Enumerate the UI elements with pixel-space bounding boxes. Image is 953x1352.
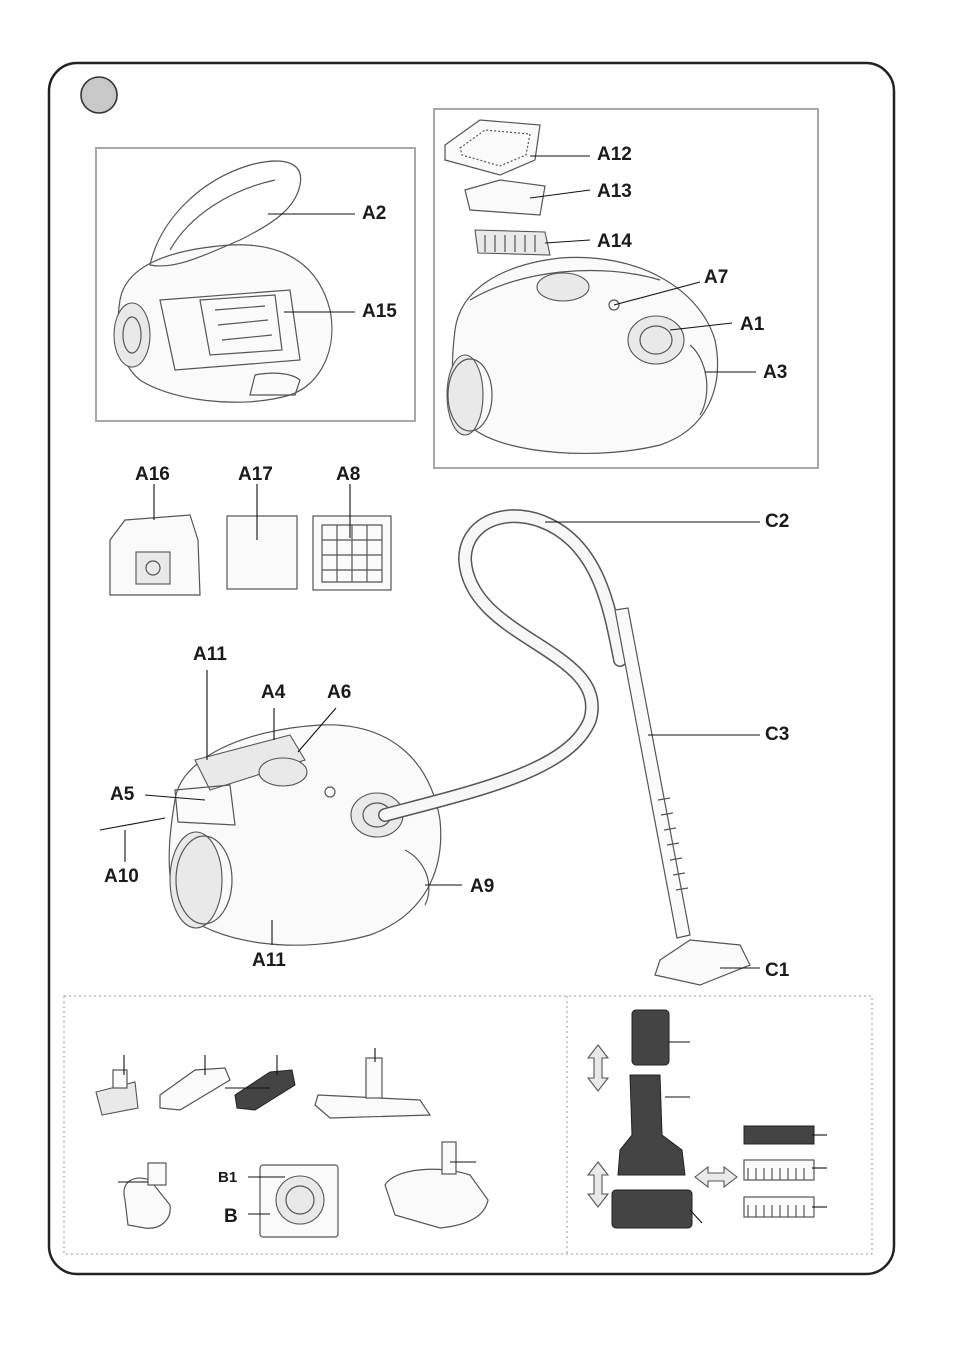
section-badge — [80, 76, 118, 114]
label-a16: A16 — [135, 464, 170, 485]
vacuum-main-drawing — [168, 724, 442, 946]
hose-body — [379, 510, 626, 821]
label-a11-top: A11 — [193, 644, 227, 665]
label-a12: A12 — [597, 144, 632, 165]
dust-bag-a16-drawing — [109, 514, 201, 596]
label-b: B — [224, 1206, 238, 1227]
vacuum-top-view-drawing — [446, 256, 719, 455]
turbo-brush-drawing — [384, 1141, 489, 1229]
label-a4: A4 — [261, 682, 286, 703]
label-a7: A7 — [704, 267, 728, 288]
label-a17: A17 — [238, 464, 273, 485]
parquet-nozzle-drawing — [314, 1057, 432, 1119]
label-a15: A15 — [362, 301, 397, 322]
filter-pad-a17-drawing — [226, 515, 298, 590]
label-a3: A3 — [763, 362, 787, 383]
label-a1: A1 — [740, 314, 765, 335]
floor-nozzle-drawing — [654, 939, 751, 986]
label-a10: A10 — [104, 866, 139, 887]
mini-brush-drawing — [95, 1069, 139, 1116]
bag-holder-drawing — [259, 1164, 339, 1238]
label-c2: C2 — [765, 511, 789, 532]
tube-notches — [657, 797, 689, 891]
turbo-mini-drawing — [123, 1162, 171, 1229]
label-a8: A8 — [336, 464, 360, 485]
accessories-panel — [63, 995, 873, 1255]
label-a14: A14 — [597, 231, 632, 252]
filter-explode-box — [433, 108, 819, 469]
crevice-dark-drawing — [234, 1069, 296, 1111]
crevice-brush-drawing — [159, 1067, 231, 1111]
label-a9: A9 — [470, 876, 494, 897]
label-a11-bottom: A11 — [252, 950, 286, 971]
adapter-tube-drawing — [611, 1009, 693, 1229]
label-c3: C3 — [765, 724, 789, 745]
telescopic-tube — [614, 607, 691, 939]
label-a2: A2 — [362, 203, 386, 224]
outer-frame — [47, 61, 896, 1276]
label-a6: A6 — [327, 682, 351, 703]
lid-open-box — [95, 147, 416, 422]
filter-cage-a8-drawing — [312, 515, 392, 591]
label-c1: C1 — [765, 960, 790, 981]
double-arrows — [586, 1044, 738, 1208]
label-b1: B1 — [218, 1169, 237, 1186]
brush-heads-drawing — [743, 1125, 815, 1218]
vacuum-lid-open-drawing — [113, 160, 333, 403]
filter-stack-drawing — [444, 119, 551, 256]
label-a5: A5 — [110, 784, 135, 805]
label-a13: A13 — [597, 181, 632, 202]
